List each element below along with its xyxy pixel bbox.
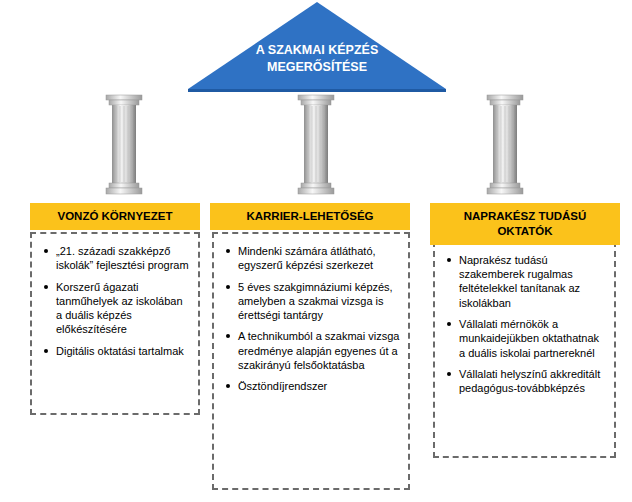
bullet-item: A technikumból a szakmai vizsga eredmény… bbox=[224, 329, 400, 372]
bullet-box: „21. századi szakképző iskolák” fejleszt… bbox=[30, 232, 200, 415]
bullet-dot bbox=[44, 349, 48, 353]
bullet-item: Digitális oktatási tartalmak bbox=[42, 344, 190, 358]
bullet-dot bbox=[44, 249, 48, 253]
bullet-item: Naprakész tudású szakemberek rugalmas fe… bbox=[445, 253, 606, 310]
bullet-dot bbox=[447, 258, 451, 262]
pillar-heading: VONZÓ KÖRNYEZET bbox=[30, 203, 200, 230]
bullet-item: Vállalati mérnökök a munkaidejükben okta… bbox=[445, 317, 606, 360]
bullet-text: Vállalati mérnökök a munkaidejükben okta… bbox=[459, 318, 599, 359]
bullet-dot bbox=[226, 285, 230, 289]
heading-text: KARRIER-LEHETŐSÉG bbox=[224, 209, 396, 224]
bullet-text: Digitális oktatási tartalmak bbox=[56, 345, 184, 357]
bullet-dot bbox=[226, 384, 230, 388]
bullet-dot bbox=[447, 322, 451, 326]
bullet-item: „21. századi szakképző iskolák” fejleszt… bbox=[42, 244, 190, 273]
bullet-text: Vállalati helyszínű akkreditált pedagógu… bbox=[459, 368, 600, 394]
bullet-text: Ösztöndíjrendszer bbox=[238, 380, 327, 392]
bullet-text: Naprakész tudású szakemberek rugalmas fe… bbox=[459, 254, 580, 309]
roof-triangle: A SZAKMAI KÉPZÉS MEGERŐSÍTÉSE bbox=[188, 2, 446, 92]
bullet-item: 5 éves szakgimnáziumi képzés, amelyben a… bbox=[224, 280, 400, 323]
roof-title: A SZAKMAI KÉPZÉS MEGERŐSÍTÉSE bbox=[247, 42, 387, 76]
heading-text: NAPRAKÉSZ TUDÁSÚ OKTATÓK bbox=[444, 209, 606, 239]
bullet-dot bbox=[447, 372, 451, 376]
column bbox=[106, 95, 142, 194]
bullet-text: 5 éves szakgimnáziumi képzés, amelyben a… bbox=[238, 281, 393, 322]
bullet-dot bbox=[44, 285, 48, 289]
column bbox=[298, 95, 334, 194]
heading-text: VONZÓ KÖRNYEZET bbox=[44, 209, 186, 224]
bullet-text: A technikumból a szakmai vizsga eredmény… bbox=[238, 330, 399, 371]
bullet-text: Mindenki számára átlátható, egyszerű kép… bbox=[238, 245, 376, 271]
bullet-dot bbox=[226, 249, 230, 253]
bullet-item: Korszerű ágazati tanműhelyek az iskolába… bbox=[42, 280, 190, 337]
column bbox=[487, 95, 523, 194]
bullet-dot bbox=[226, 334, 230, 338]
bullet-item: Vállalati helyszínű akkreditált pedagógu… bbox=[445, 367, 606, 396]
bullet-text: „21. századi szakképző iskolák” fejleszt… bbox=[56, 245, 189, 271]
bullet-box: Naprakész tudású szakemberek rugalmas fe… bbox=[433, 241, 616, 458]
bullet-text: Korszerű ágazati tanműhelyek az iskolába… bbox=[56, 281, 183, 336]
pillar-heading: NAPRAKÉSZ TUDÁSÚ OKTATÓK bbox=[430, 203, 620, 245]
bullet-item: Ösztöndíjrendszer bbox=[224, 379, 400, 393]
pillar-heading: KARRIER-LEHETŐSÉG bbox=[210, 203, 410, 230]
bullet-box: Mindenki számára átlátható, egyszerű kép… bbox=[212, 232, 410, 490]
bullet-item: Mindenki számára átlátható, egyszerű kép… bbox=[224, 244, 400, 273]
